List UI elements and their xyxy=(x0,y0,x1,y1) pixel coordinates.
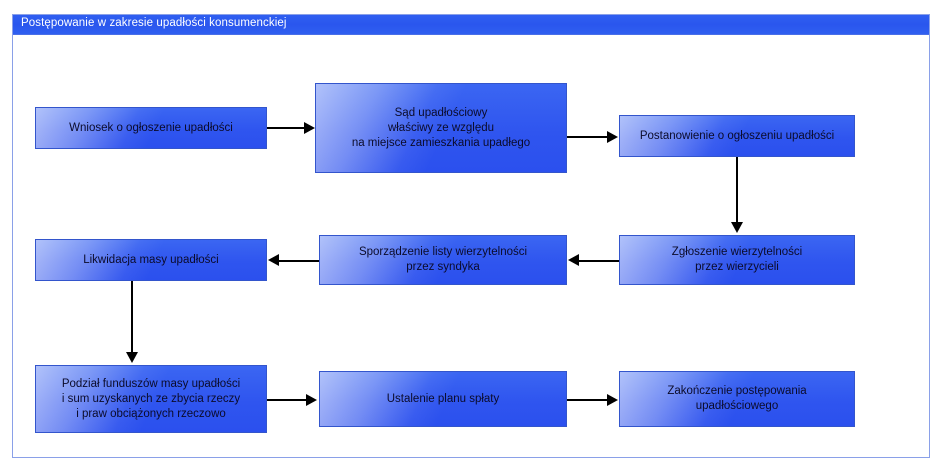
arrow-left-icon xyxy=(568,254,579,266)
flow-node-label: Postanowienie o ogłoszeniu upadłości xyxy=(639,129,835,142)
flow-node-label: Likwidacja masy upadłości xyxy=(83,253,219,266)
connector-zgloszenie-to-sporzadzenie xyxy=(579,260,619,262)
connector-likwidacja-to-podzial xyxy=(131,281,133,353)
flow-node-label: Sąd upadłościowy właściwy ze względu na … xyxy=(351,106,531,149)
flow-node-label: Podział funduszów masy upadłości i sum u… xyxy=(61,377,241,420)
flow-node-sporzadzenie-listy[interactable]: Sporządzenie listy wierzytelności przez … xyxy=(319,235,567,285)
flow-node-zakonczenie-postepowania[interactable]: Zakończenie postępowania upadłościowego xyxy=(619,371,855,427)
flow-node-likwidacja[interactable]: Likwidacja masy upadłości xyxy=(35,239,267,281)
arrow-right-icon xyxy=(607,131,618,143)
arrow-right-icon xyxy=(306,394,317,406)
flow-node-podzial-funduszow[interactable]: Podział funduszów masy upadłości i sum u… xyxy=(35,365,267,433)
arrow-right-icon xyxy=(607,394,618,406)
flow-node-sad-upadlosciowy[interactable]: Sąd upadłościowy właściwy ze względu na … xyxy=(315,83,567,173)
panel-title: Postępowanie w zakresie upadłości konsum… xyxy=(21,17,287,29)
flow-node-wniosek[interactable]: Wniosek o ogłoszenie upadłości xyxy=(35,107,267,149)
connector-sad-to-postanowienie xyxy=(567,136,608,138)
flow-node-label: Sporządzenie listy wierzytelności przez … xyxy=(358,246,528,273)
connector-wniosek-to-sad xyxy=(267,127,305,129)
arrow-down-icon xyxy=(731,222,743,233)
connector-ustalenie-to-zakonczenie xyxy=(567,399,608,401)
connector-postanowienie-to-zgloszenie xyxy=(736,157,738,223)
flow-node-ustalenie-planu-splaty[interactable]: Ustalenie planu spłaty xyxy=(319,371,567,427)
flow-node-postanowienie[interactable]: Postanowienie o ogłoszeniu upadłości xyxy=(619,115,855,157)
diagram-panel: Postępowanie w zakresie upadłości konsum… xyxy=(12,14,930,458)
panel-titlebar: Postępowanie w zakresie upadłości konsum… xyxy=(13,15,929,35)
flow-node-label: Zakończenie postępowania upadłościowego xyxy=(667,385,807,412)
flow-node-label: Wniosek o ogłoszenie upadłości xyxy=(69,121,233,134)
arrow-down-icon xyxy=(126,352,138,363)
flow-node-label: Zgłoszenie wierzytelności przez wierzyci… xyxy=(671,246,803,273)
arrow-left-icon xyxy=(268,254,279,266)
arrow-right-icon xyxy=(304,122,315,134)
connector-sporzadzenie-to-likwidacja xyxy=(279,260,319,262)
panel-body: Wniosek o ogłoszenie upadłości Sąd upadł… xyxy=(13,35,929,457)
flow-node-zgloszenie-wierzytelnosci[interactable]: Zgłoszenie wierzytelności przez wierzyci… xyxy=(619,235,855,285)
connector-podzial-to-ustalenie xyxy=(267,399,307,401)
flow-node-label: Ustalenie planu spłaty xyxy=(386,392,500,405)
